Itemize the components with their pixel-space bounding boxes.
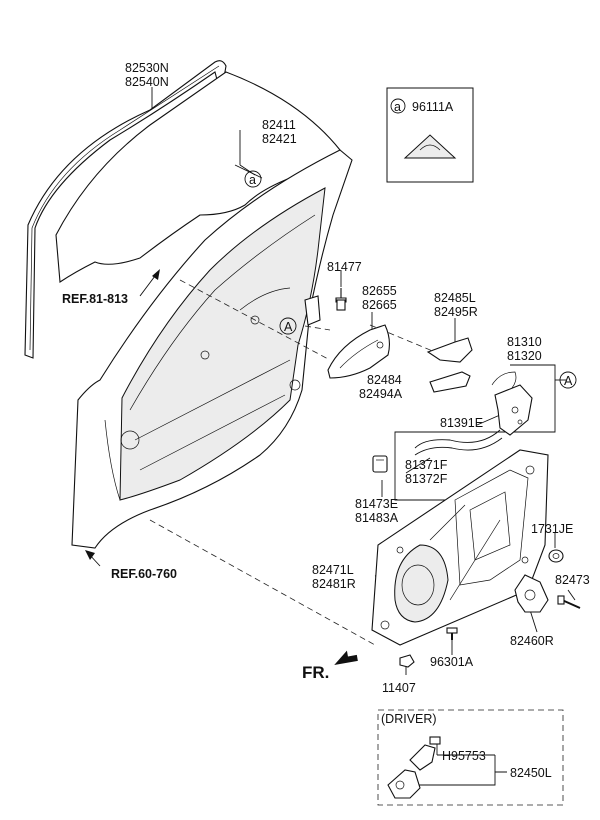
driver-box (377, 709, 564, 806)
label-82471L: 82471L (312, 563, 354, 577)
callout-a-glass (244, 170, 262, 188)
label-1731JE: 1731JE (531, 522, 573, 536)
label-82540N: 82540N (125, 75, 169, 89)
label-81371F: 81371F (405, 458, 448, 472)
window-motor (514, 574, 549, 613)
label-ref-60-760: REF.60-760 (111, 567, 177, 581)
ref-60-arrow (85, 550, 101, 567)
bolt-81477 (304, 288, 347, 326)
callout-A-text-2: A (564, 374, 573, 388)
label-82665: 82665 (362, 298, 397, 312)
label-82494A: 82494A (359, 387, 403, 401)
nut-11407 (399, 654, 415, 668)
label-82485L: 82485L (434, 291, 476, 305)
inside-handle (327, 324, 391, 379)
handle-cover (426, 337, 473, 363)
label-82484: 82484 (367, 373, 402, 387)
label-82460R: 82460R (510, 634, 554, 648)
label-11407: 11407 (382, 681, 416, 695)
door-frame (71, 149, 353, 549)
label-fr: FR. (302, 663, 329, 682)
label-82421: 82421 (262, 132, 297, 146)
grommet (548, 549, 564, 563)
label-82530N: 82530N (125, 61, 169, 75)
door-glass (55, 71, 341, 283)
label-driver: (DRIVER) (381, 712, 437, 726)
label-96301A: 96301A (430, 655, 474, 669)
label-81477: 81477 (327, 260, 362, 274)
label-82473: 82473 (555, 573, 590, 587)
door-latch (491, 371, 533, 436)
screw-96301A (446, 627, 458, 640)
label-81473E: 81473E (355, 497, 398, 511)
label-82481R: 82481R (312, 577, 356, 591)
label-82450L: 82450L (510, 766, 552, 780)
callout-A-frame (279, 317, 297, 335)
label-81391E: 81391E (440, 416, 483, 430)
label-96111A: 96111A (412, 100, 454, 114)
label-81372F: 81372F (405, 472, 448, 486)
bolt-82473 (557, 595, 581, 609)
legend-box (386, 87, 474, 183)
label-H95753: H95753 (442, 749, 486, 763)
handle-bracket (429, 371, 471, 393)
label-82495R: 82495R (434, 305, 478, 319)
legend-a-text: a (394, 100, 401, 114)
label-ref-81-813: REF.81-813 (62, 292, 128, 306)
label-81310: 81310 (507, 335, 542, 349)
callout-A-latch (559, 371, 577, 389)
cables (414, 429, 503, 456)
label-81320: 81320 (507, 349, 542, 363)
callout-a-text: a (249, 173, 256, 187)
label-82411: 82411 (262, 118, 296, 132)
clip (372, 455, 388, 473)
ref-81-arrow (139, 269, 160, 297)
callout-A-text-1: A (284, 320, 293, 334)
door-module-panel (371, 449, 549, 646)
label-82655: 82655 (362, 284, 397, 298)
label-81483A: 81483A (355, 511, 399, 525)
fr-arrow (334, 650, 358, 665)
